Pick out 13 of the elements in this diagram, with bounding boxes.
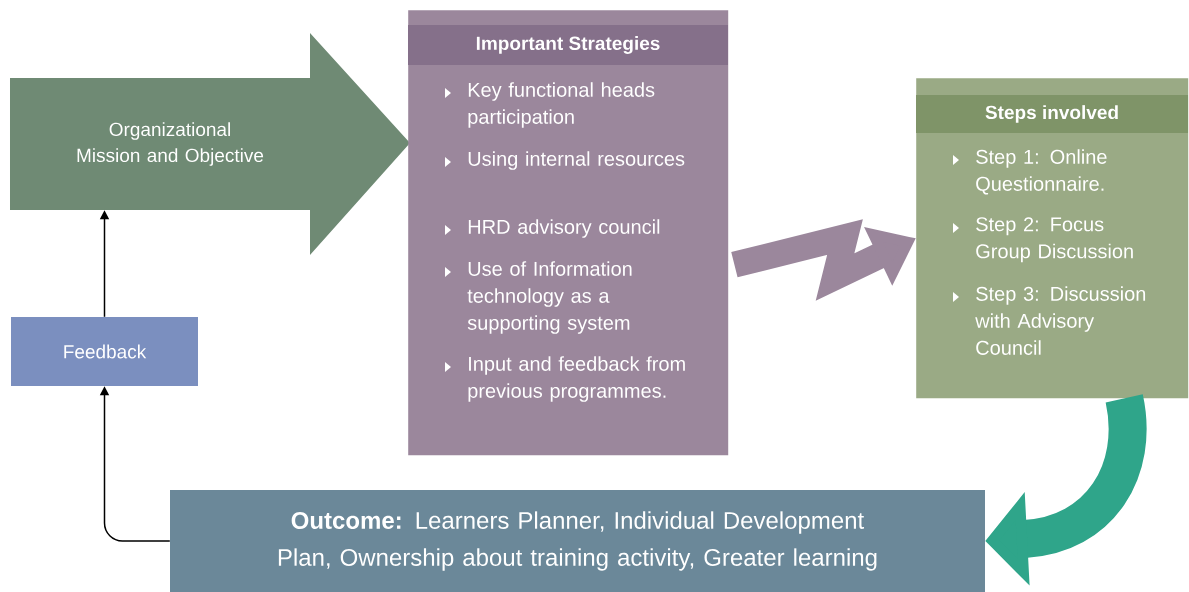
step-item: Step 3: Discussion with Advisory Council bbox=[953, 286, 1146, 355]
header-band: Important Strategies bbox=[408, 25, 728, 65]
strategy-item: HRD advisory council bbox=[445, 219, 660, 238]
outcome-box: Outcome: Learners Planner, Individual Development Plan, Ownership about training activity, Greater learning bbox=[170, 490, 985, 592]
strategy-item: Input and feedback from previous programmes. bbox=[445, 356, 685, 402]
step-item: Step 2: Focus Group Discussion bbox=[953, 217, 1133, 263]
header-band: Steps involved bbox=[916, 95, 1188, 133]
feedback-box: Feedback bbox=[11, 317, 198, 386]
strategy-item: Use of Information technology as a supporting system bbox=[445, 261, 632, 334]
strategy-item: Key functional heads participation bbox=[445, 82, 655, 128]
strategy-box bbox=[408, 10, 729, 456]
step-item: Step 1: Online Questionnaire. bbox=[953, 149, 1107, 195]
strategy-item: Using internal resources bbox=[445, 151, 685, 170]
